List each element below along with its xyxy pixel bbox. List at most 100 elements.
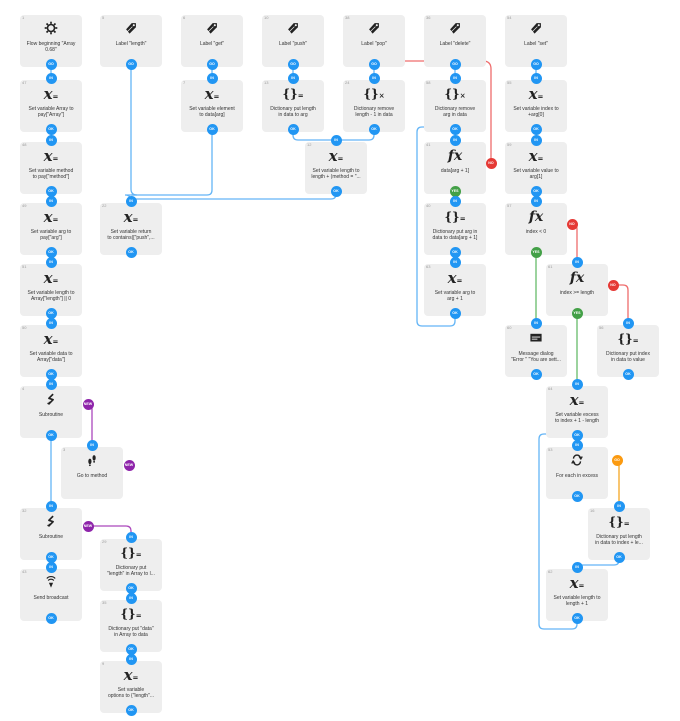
port-in-56[interactable]: IN: [622, 317, 634, 329]
port-out-58[interactable]: OK: [449, 123, 461, 135]
port-out-12[interactable]: OK: [330, 185, 342, 197]
port-out-10[interactable]: GO: [287, 58, 299, 70]
port-in-3[interactable]: IN: [86, 439, 98, 451]
port-in-58[interactable]: IN: [449, 72, 461, 84]
port-out-63[interactable]: OK: [449, 307, 461, 319]
port-in-29[interactable]: IN: [125, 531, 137, 543]
flow-node-29[interactable]: 29{}=Dictionary put "length" in Array to…: [100, 531, 162, 594]
flow-node-35[interactable]: 35{}=Dictionary put "data" in Array to d…: [100, 592, 162, 655]
port-in-48[interactable]: IN: [45, 134, 57, 146]
port-out-16[interactable]: OK: [613, 551, 625, 563]
port-out-56[interactable]: OK: [622, 368, 634, 380]
port-in-59[interactable]: IN: [530, 134, 542, 146]
port-out-35[interactable]: OK: [125, 643, 137, 655]
port-out-43[interactable]: OK: [45, 612, 57, 624]
port-out-53[interactable]: OK: [571, 490, 583, 502]
port-out-50[interactable]: OK: [45, 368, 57, 380]
port-out-9[interactable]: OK: [125, 704, 137, 716]
port-in-62[interactable]: IN: [571, 561, 583, 573]
port-yes-61[interactable]: YES: [571, 307, 583, 319]
flow-node-16[interactable]: 16{}=Dictionary put length in data to in…: [588, 500, 650, 563]
port-out-36[interactable]: GO: [449, 58, 461, 70]
port-in-7[interactable]: IN: [206, 72, 218, 84]
port-out-64[interactable]: OK: [571, 429, 583, 441]
flow-node-40[interactable]: 40{}=Dictionary put arg in data to data[…: [424, 195, 486, 258]
port-no-41[interactable]: NO: [485, 157, 497, 169]
port-yes-57[interactable]: YES: [530, 246, 542, 258]
port-in-49[interactable]: IN: [45, 195, 57, 207]
flow-node-24[interactable]: 24{}×Dictionary remove length - 1 in dat…: [343, 72, 405, 135]
port-in-61[interactable]: IN: [571, 256, 583, 268]
port-out-62[interactable]: OK: [571, 612, 583, 624]
port-in-55[interactable]: IN: [530, 72, 542, 84]
port-in-41[interactable]: IN: [449, 134, 461, 146]
port-yes-41[interactable]: YES: [449, 185, 461, 197]
flow-node-56[interactable]: 56{}=Dictionary put index in data to val…: [597, 317, 659, 380]
port-in-60[interactable]: IN: [530, 317, 542, 329]
port-out-48[interactable]: OK: [45, 185, 57, 197]
port-in-43[interactable]: IN: [45, 561, 57, 573]
port-out-60[interactable]: OK: [530, 368, 542, 380]
port-in-40[interactable]: IN: [449, 195, 461, 207]
port-out-32[interactable]: OK: [45, 551, 57, 563]
port-in-47[interactable]: IN: [45, 72, 57, 84]
port-in-35[interactable]: IN: [125, 592, 137, 604]
port-out-7[interactable]: OK: [206, 123, 218, 135]
port-out-55[interactable]: OK: [530, 123, 542, 135]
port-out-29[interactable]: OK: [125, 582, 137, 594]
port-in-57[interactable]: IN: [530, 195, 542, 207]
port-out-40[interactable]: OK: [449, 246, 461, 258]
port-in-50[interactable]: IN: [45, 317, 57, 329]
port-in-22[interactable]: IN: [125, 195, 137, 207]
port-out-47[interactable]: OK: [45, 123, 57, 135]
port-out-51[interactable]: OK: [45, 307, 57, 319]
port-new-4[interactable]: NEW: [82, 398, 94, 410]
port-out-38[interactable]: GO: [368, 58, 380, 70]
port-in-12[interactable]: IN: [330, 134, 342, 146]
port-in-13[interactable]: IN: [287, 72, 299, 84]
port-no-61[interactable]: NO: [607, 279, 619, 291]
port-no-57[interactable]: NO: [566, 218, 578, 230]
port-in-64[interactable]: IN: [571, 378, 583, 390]
port-in-32[interactable]: IN: [45, 500, 57, 512]
port-new-3[interactable]: NEW: [123, 459, 135, 471]
port-out-4[interactable]: OK: [45, 429, 57, 441]
port-out-5[interactable]: GO: [125, 58, 137, 70]
port-out-59[interactable]: OK: [530, 185, 542, 197]
port-out-1[interactable]: GO: [45, 58, 57, 70]
port-in-51[interactable]: IN: [45, 256, 57, 268]
port-in-9[interactable]: IN: [125, 653, 137, 665]
port-in-4[interactable]: IN: [45, 378, 57, 390]
port-out-13[interactable]: OK: [287, 123, 299, 135]
port-in-63[interactable]: IN: [449, 256, 461, 268]
port-out-24[interactable]: OK: [368, 123, 380, 135]
